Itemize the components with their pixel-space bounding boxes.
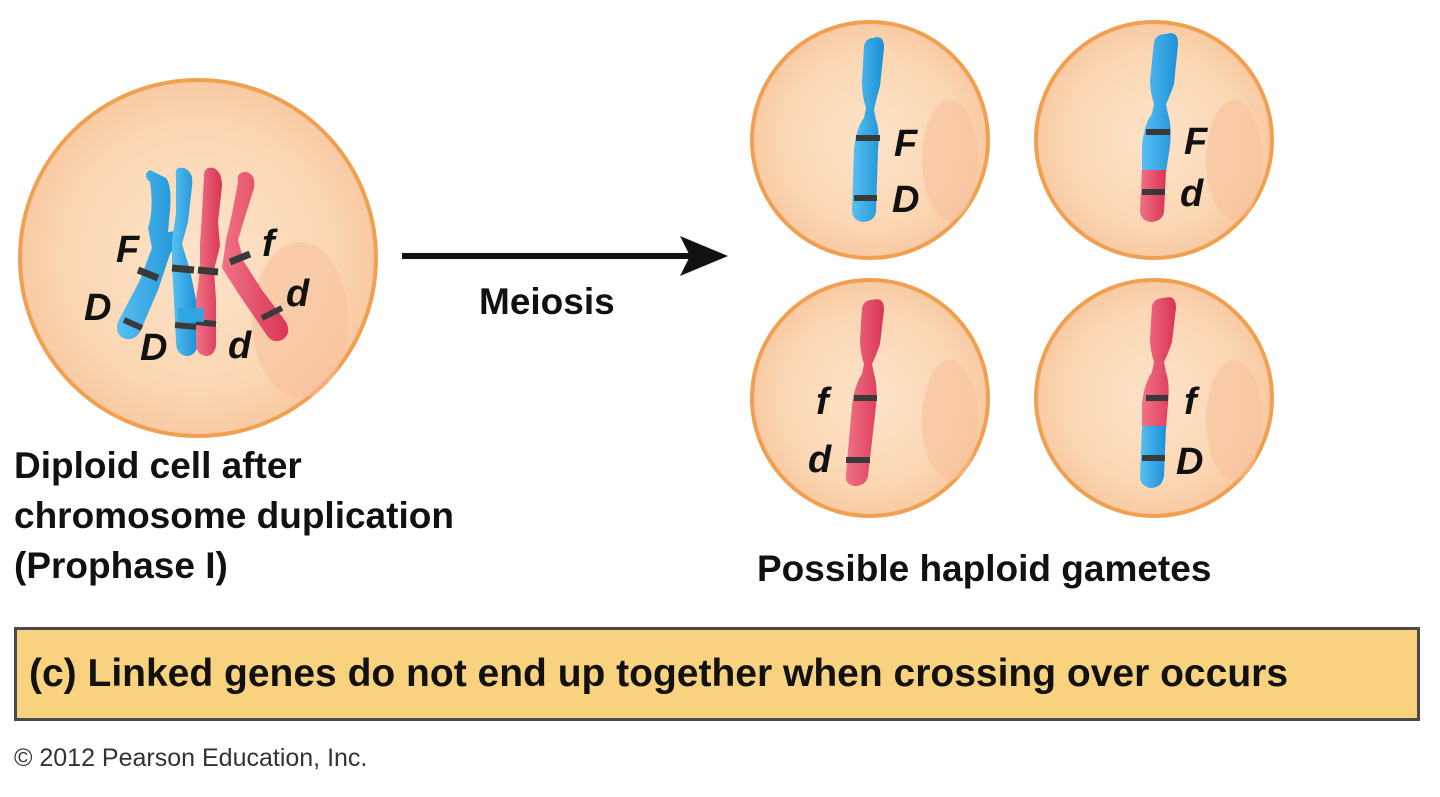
allele-label-d-inner: d (228, 325, 252, 367)
gamete3-allele-d: d (808, 439, 832, 481)
allele-label-D-inner: D (140, 327, 167, 369)
gamete3-allele-f: f (816, 381, 832, 423)
red-chromatid-left (178, 167, 222, 356)
meiosis-arrow (402, 236, 728, 276)
allele-label-d-outer: d (286, 273, 310, 315)
allele-label-f: f (262, 223, 278, 265)
gamete4-allele-f: f (1184, 381, 1200, 423)
gamete4-allele-D: D (1176, 441, 1203, 483)
gamete-FD: F D (750, 20, 990, 260)
red-chromatid-right (222, 172, 289, 342)
caption-text: (c) Linked genes do not end up together … (29, 652, 1289, 695)
gamete2-allele-d: d (1180, 173, 1204, 215)
meiosis-label: Meiosis (479, 281, 615, 322)
allele-label-F: F (116, 229, 141, 271)
allele-label-D-outer: D (84, 287, 111, 329)
gamete-fD: f D (1034, 278, 1274, 518)
copyright-text: © 2012 Pearson Education, Inc. (14, 744, 368, 772)
meiosis-diagram: F D D d f d Meiosis F D F d (14, 20, 1274, 589)
gametes-label: Possible haploid gametes (757, 548, 1211, 589)
gamete2-allele-F: F (1184, 121, 1209, 163)
gamete1-allele-D: D (892, 179, 919, 221)
diploid-label-line1: Diploid cell after (14, 445, 302, 486)
blue-chromatid-left (117, 170, 186, 340)
diploid-label-line3: (Prophase I) (14, 545, 228, 586)
gamete-Fd: F d (1034, 20, 1274, 260)
diploid-label-line2: chromosome duplication (14, 495, 454, 536)
diploid-cell: F D D d f d (18, 78, 378, 438)
gamete1-allele-F: F (894, 123, 919, 165)
gamete-fd: f d (750, 278, 990, 518)
caption-box: (c) Linked genes do not end up together … (14, 627, 1420, 721)
